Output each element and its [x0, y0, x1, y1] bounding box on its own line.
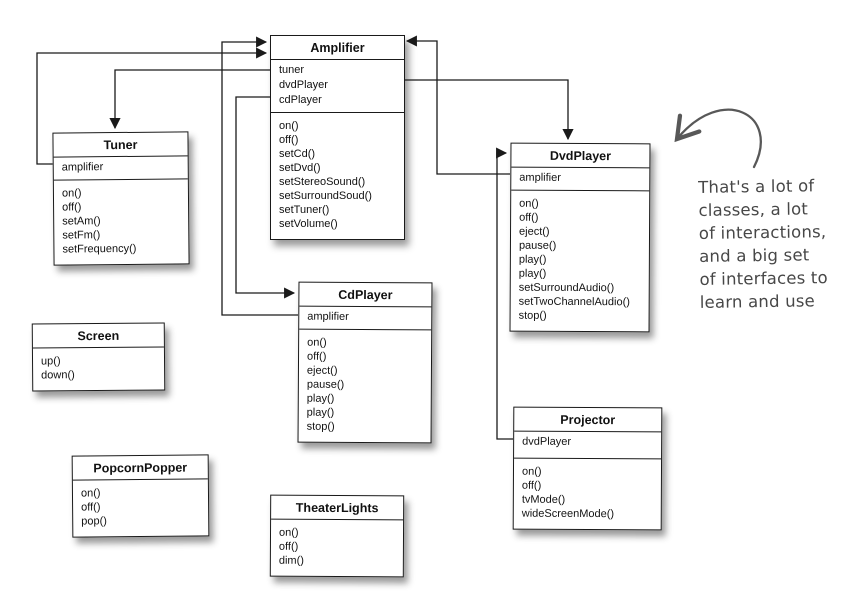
method: on() [279, 120, 299, 132]
methods-compartment: on() off() dim() [271, 520, 403, 577]
attributes-compartment: amplifier [53, 156, 188, 181]
class-title: Projector [514, 407, 662, 433]
method: play() [518, 267, 547, 280]
method: off() [306, 350, 327, 363]
annotation-line: and a big set [699, 245, 810, 266]
method: off() [519, 211, 539, 224]
method: pause() [306, 378, 345, 391]
method: setDvd() [279, 162, 321, 174]
annotation-line: of interactions, [698, 222, 827, 243]
method: setTwoChannelAudio() [518, 295, 630, 309]
class-box-amplifier: Amplifier tuner dvdPlayer cdPlayer on() … [270, 35, 405, 240]
methods-compartment: on() off() setAm() setFm() setFrequency(… [54, 179, 189, 264]
method: off() [81, 501, 101, 514]
class-title: DvdPlayer [511, 143, 650, 169]
method: on() [278, 526, 299, 539]
method: play() [518, 253, 547, 266]
method: down() [41, 369, 75, 382]
method: setStereoSound() [279, 176, 366, 188]
method: dim() [278, 554, 304, 567]
method: stop() [306, 420, 335, 433]
class-title: TheaterLights [271, 495, 404, 521]
class-title: Amplifier [271, 36, 404, 60]
attributes-compartment: tuner dvdPlayer cdPlayer [271, 60, 404, 113]
connector-amplifier-tuner [109, 69, 270, 130]
method: play() [306, 406, 335, 419]
class-box-popcornpopper: PopcornPopper on() off() pop() [71, 454, 210, 538]
connector-amplifier-cdplayer [235, 96, 296, 299]
method: setSurroundSoud() [279, 190, 372, 202]
class-box-projector: Projector dvdPlayer on() off() tvMode() … [512, 406, 663, 531]
attribute: amplifier [519, 171, 561, 184]
class-title: Screen [32, 323, 164, 349]
method: setSurroundAudio() [518, 281, 615, 295]
method: wideScreenMode() [521, 507, 615, 521]
method: on() [80, 487, 101, 500]
method: eject() [518, 225, 550, 238]
class-title: Tuner [53, 132, 188, 158]
handwritten-annotation: That's a lot of classes, a lot of intera… [698, 174, 835, 314]
connector-tuner-amplifier [36, 47, 268, 165]
methods-compartment: on() off() eject() pause() play() play()… [511, 191, 650, 332]
class-title: PopcornPopper [72, 455, 208, 481]
method: off() [521, 479, 542, 492]
attribute: dvdPlayer [279, 79, 328, 91]
method: setCd() [279, 148, 316, 160]
annotation-line: of interfaces to [699, 268, 828, 289]
method: pause() [518, 239, 557, 252]
annotation-curved-arrow-icon [674, 108, 762, 169]
annotation-line: That's a lot of [698, 176, 815, 197]
connector-cdplayer-amplifier [221, 36, 298, 316]
annotation-line: classes, a lot [698, 199, 809, 220]
method: off() [62, 201, 82, 214]
connector-amplifier-dvdplayer [403, 79, 574, 141]
class-box-cdplayer: CdPlayer amplifier on() off() eject() pa… [297, 281, 433, 444]
methods-compartment: on() off() pop() [73, 479, 208, 536]
method: setTuner() [279, 204, 330, 216]
class-box-theaterlights: TheaterLights on() off() dim() [269, 494, 405, 578]
attribute: dvdPlayer [522, 435, 572, 448]
class-box-dvdplayer: DvdPlayer amplifier on() off() eject() p… [509, 142, 651, 333]
method: on() [519, 197, 539, 210]
method: stop() [518, 309, 547, 322]
method: on() [307, 336, 327, 349]
connector-projector-dvdplayer [496, 147, 513, 440]
class-box-screen: Screen up() down() [31, 322, 166, 392]
method: off() [278, 540, 299, 553]
method: setAm() [62, 215, 101, 228]
annotation-line: learn and use [699, 291, 816, 312]
attributes-compartment: dvdPlayer [514, 431, 662, 460]
method: play() [306, 392, 335, 405]
method: setFm() [62, 229, 101, 242]
attribute: tuner [279, 64, 305, 76]
attributes-compartment: amplifier [299, 306, 432, 331]
methods-compartment: up() down() [33, 347, 164, 390]
methods-compartment: on() off() eject() pause() play() play()… [299, 330, 432, 443]
method: pop() [81, 515, 107, 528]
methods-compartment: on() off() setCd() setDvd() setStereoSou… [271, 113, 404, 239]
connector-dvdplayer-amplifier [405, 35, 510, 175]
attribute: amplifier [307, 310, 349, 323]
method: tvMode() [521, 493, 566, 506]
attribute: amplifier [61, 161, 104, 174]
method: off() [279, 134, 299, 146]
method: on() [61, 187, 82, 200]
method: setVolume() [279, 218, 338, 230]
method: setFrequency() [62, 242, 137, 256]
methods-compartment: on() off() tvMode() wideScreenMode() [514, 459, 661, 530]
attributes-compartment: amplifier [511, 167, 650, 192]
class-box-tuner: Tuner amplifier on() off() setAm() setFm… [52, 131, 190, 266]
method: on() [521, 465, 542, 478]
attribute: cdPlayer [279, 94, 322, 106]
method: eject() [306, 364, 338, 377]
method: up() [40, 355, 61, 368]
class-title: CdPlayer [299, 282, 432, 308]
